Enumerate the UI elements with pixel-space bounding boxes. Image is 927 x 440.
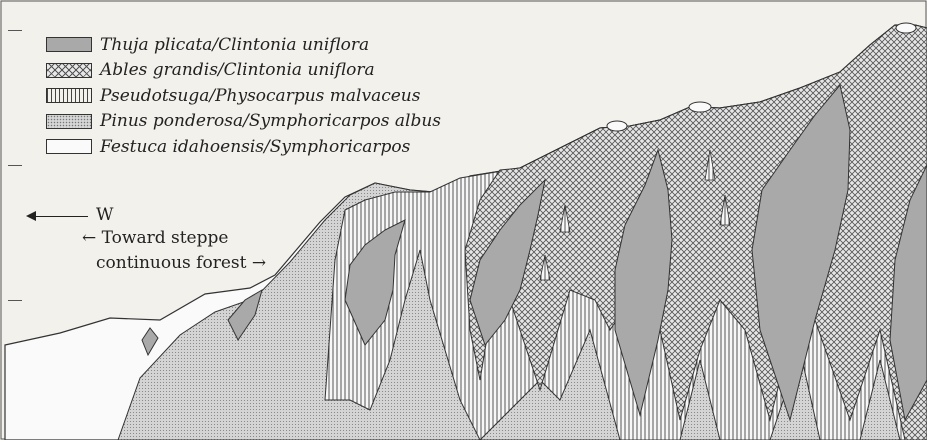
legend-item-thuja: Thuja plicata/Clintonia uniflora	[46, 32, 441, 58]
summit-cap-1	[607, 121, 627, 131]
margin-tick	[8, 300, 22, 301]
legend-item-pinus: Pinus ponderosa/Symphoricarpos albus	[46, 109, 441, 135]
legend: Thuja plicata/Clintonia uniflora Ables g…	[46, 32, 441, 160]
legend-label-pinus: Pinus ponderosa/Symphoricarpos albus	[100, 111, 441, 131]
legend-swatch-festuca	[46, 139, 92, 154]
legend-swatch-abies	[46, 63, 92, 78]
legend-swatch-thuja	[46, 37, 92, 52]
legend-label-thuja: Thuja plicata/Clintonia uniflora	[100, 35, 369, 55]
legend-item-pseudotsuga: Pseudotsuga/Physocarpus malvaceus	[46, 83, 441, 109]
legend-swatch-pinus	[46, 114, 92, 129]
summit-cap-2	[689, 102, 711, 112]
legend-label-abies: Ables grandis/Clintonia uniflora	[100, 60, 375, 80]
summit-cap-3	[896, 23, 916, 33]
legend-swatch-pseudotsuga	[46, 88, 92, 103]
west-label: W	[96, 205, 113, 225]
margin-tick	[8, 30, 22, 31]
legend-label-pseudotsuga: Pseudotsuga/Physocarpus malvaceus	[100, 86, 420, 106]
margin-tick	[8, 165, 22, 166]
west-arrow-line	[30, 216, 88, 217]
legend-item-festuca: Festuca idahoensis/Symphoricarpos	[46, 134, 441, 160]
legend-label-festuca: Festuca idahoensis/Symphoricarpos	[100, 137, 410, 157]
continuous-forest-label: continuous forest →	[96, 253, 266, 273]
legend-item-abies: Ables grandis/Clintonia uniflora	[46, 58, 441, 84]
toward-steppe-label: ← Toward steppe	[82, 228, 228, 248]
west-arrow-head-icon	[26, 211, 36, 221]
